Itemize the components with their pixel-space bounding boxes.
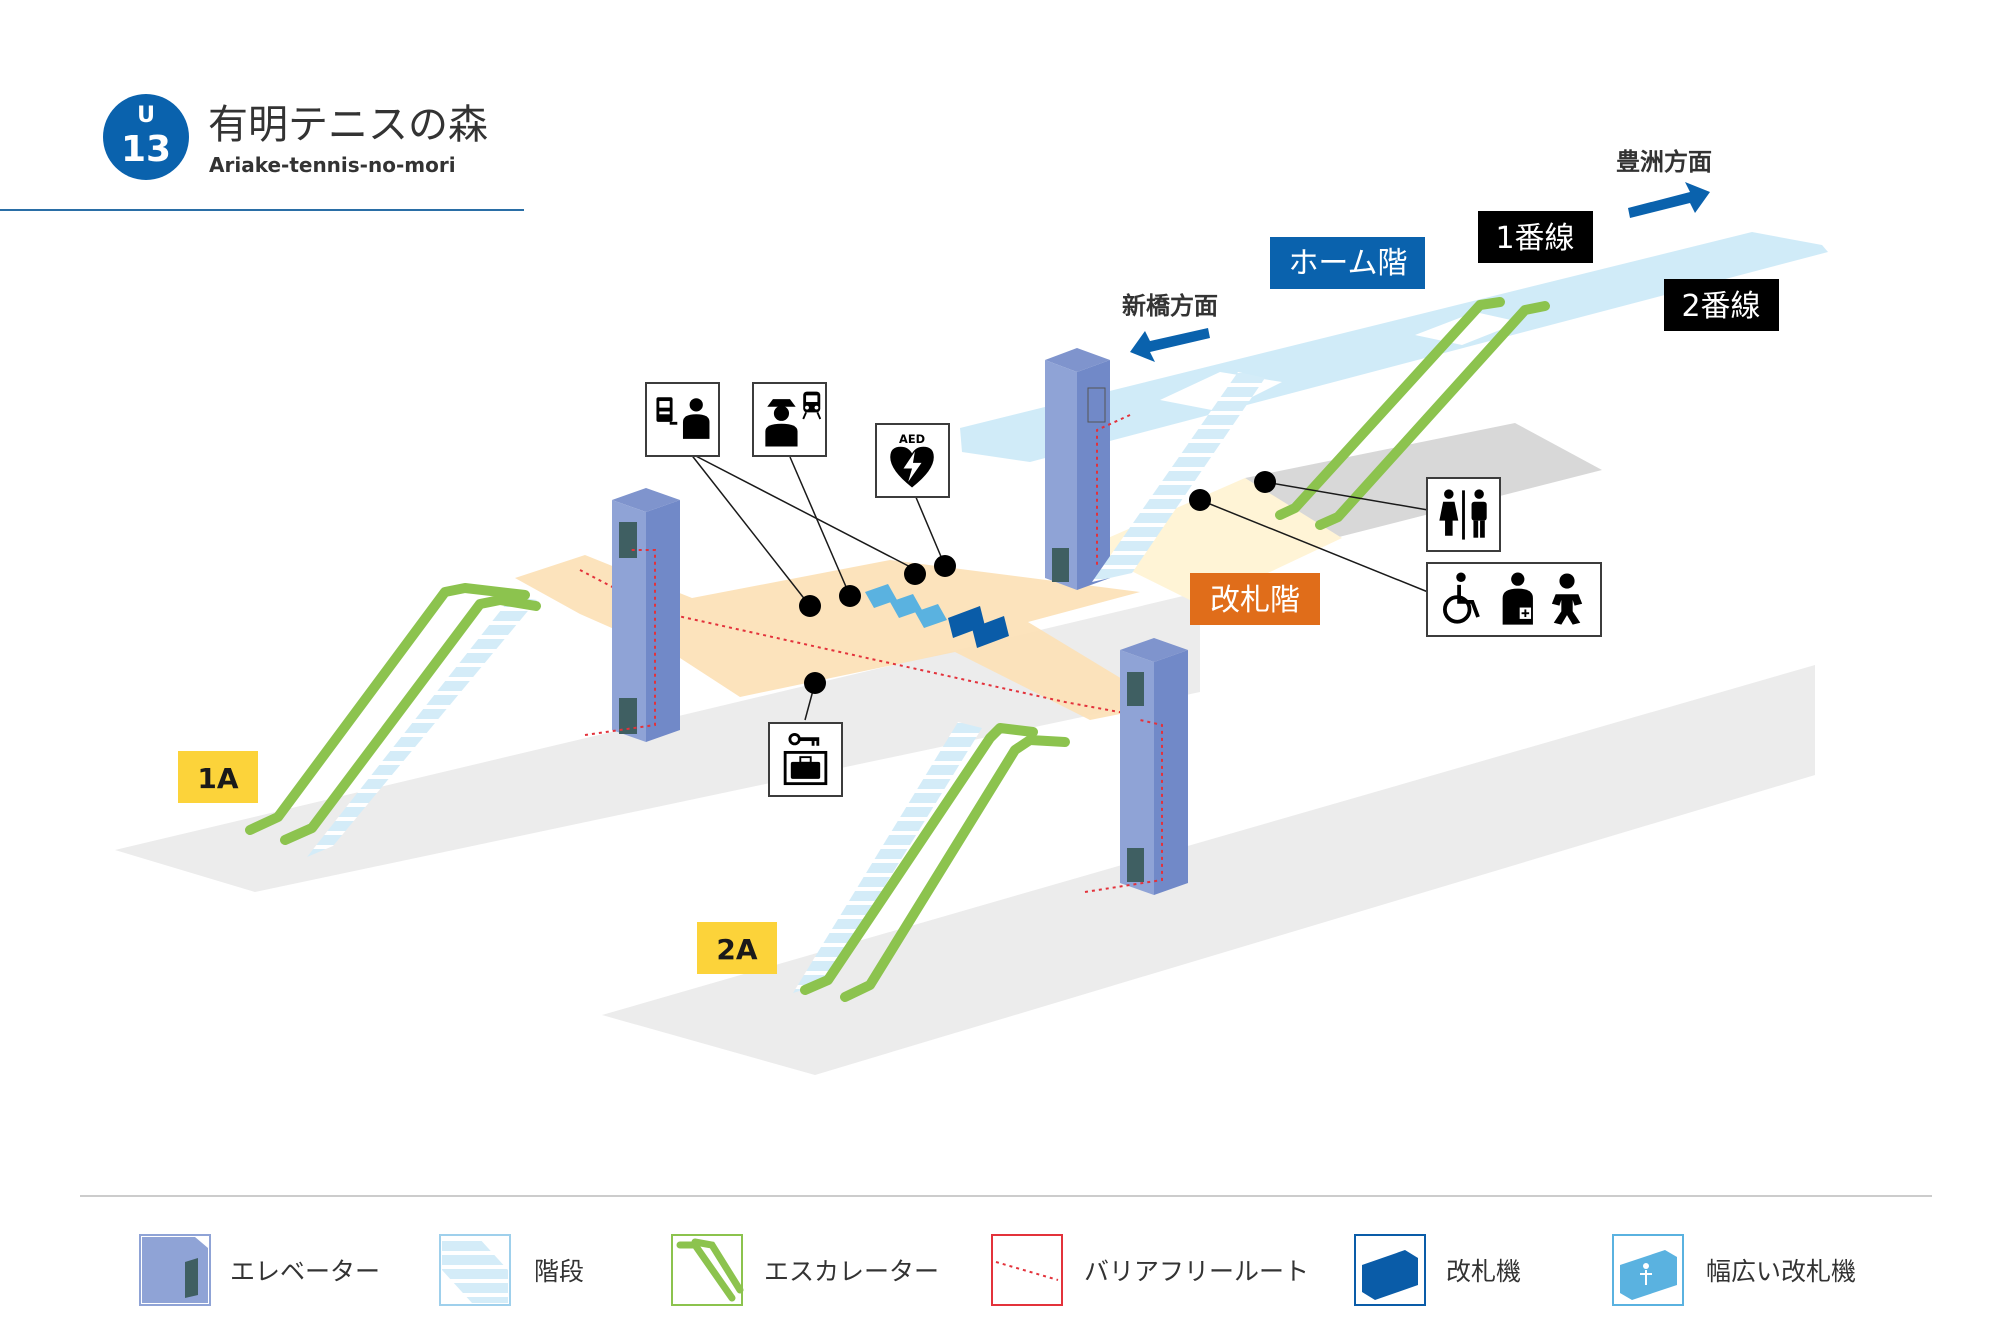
multipurpose-restroom-icon bbox=[1426, 562, 1602, 637]
station-header: U 13 有明テニスの森 Ariake-tennis-no-mori bbox=[0, 94, 524, 211]
ticket-office-icon bbox=[645, 382, 720, 457]
ticket-gates bbox=[948, 606, 1009, 648]
legend-gate: 改札機 bbox=[1354, 1234, 1521, 1306]
arrow-toyosu-icon bbox=[1628, 182, 1710, 218]
elevator-right bbox=[1084, 638, 1188, 895]
legend-escalator-label: エスカレーター bbox=[764, 1257, 939, 1286]
aed-label: AED bbox=[899, 432, 925, 446]
legend-wide-gate-label: 幅広い改札機 bbox=[1706, 1257, 1856, 1286]
direction-shimbashi: 新橋方面 bbox=[1122, 292, 1218, 320]
legend-wide-gate: 幅広い改札機 bbox=[1612, 1234, 1856, 1306]
facility-leader-lines bbox=[689, 452, 1429, 721]
legend-escalator: エスカレーター bbox=[671, 1234, 939, 1306]
station-name-ja: 有明テニスの森 bbox=[208, 102, 488, 148]
stairs-2a bbox=[793, 722, 1070, 1002]
elevator-left bbox=[584, 488, 680, 742]
arrow-shimbashi-icon bbox=[1130, 328, 1210, 362]
legend-gate-label: 改札機 bbox=[1446, 1257, 1521, 1286]
platform-floor-label-bg bbox=[1270, 237, 1425, 289]
platform-floor bbox=[960, 232, 1828, 462]
exit-2a-label: 2A bbox=[716, 933, 757, 966]
line-letter: U bbox=[137, 103, 155, 128]
exit-1a-label: 1A bbox=[197, 762, 238, 795]
track-1-label: 1番線 bbox=[1495, 221, 1574, 256]
track-1-label-bg bbox=[1478, 211, 1593, 263]
escalator-to-platform bbox=[1275, 297, 1550, 530]
stairs-to-platform bbox=[1092, 372, 1265, 582]
legend-stairs-label: 階段 bbox=[534, 1257, 584, 1286]
restroom-area bbox=[1245, 423, 1602, 538]
concourse-right-floor bbox=[1085, 478, 1342, 605]
escalator-opening bbox=[1415, 312, 1520, 345]
legend-elevator: エレベーター bbox=[139, 1234, 380, 1306]
exit-1a-label-bg bbox=[178, 751, 258, 803]
concourse-floor-label: 改札階 bbox=[1210, 583, 1300, 618]
legend-stairs: 階段 bbox=[439, 1234, 584, 1306]
stairs-1a bbox=[245, 583, 541, 857]
ground-slab-right bbox=[602, 665, 1815, 1075]
track-2-label: 2番線 bbox=[1681, 289, 1760, 324]
station-number-badge bbox=[103, 94, 189, 180]
exit-2a-label-bg bbox=[697, 922, 777, 974]
station-name-en: Ariake-tennis-no-mori bbox=[209, 153, 456, 177]
legend-barrier-free: バリアフリールート bbox=[991, 1234, 1309, 1306]
station-staff-icon bbox=[752, 382, 827, 457]
station-number: 13 bbox=[121, 129, 171, 170]
coin-locker-icon bbox=[768, 722, 843, 797]
restroom-icon bbox=[1426, 477, 1501, 552]
direction-toyosu: 豊洲方面 bbox=[1616, 148, 1712, 176]
elevator-center bbox=[1045, 348, 1131, 590]
wide-gate bbox=[865, 584, 947, 628]
ground-slab-left bbox=[115, 592, 1200, 892]
concourse-floor-label-bg bbox=[1190, 573, 1320, 625]
legend-elevator-label: エレベーター bbox=[230, 1257, 380, 1286]
track-2-label-bg bbox=[1664, 279, 1779, 331]
aed-icon: AED bbox=[875, 423, 950, 498]
legend-barrier-free-label: バリアフリールート bbox=[1084, 1257, 1309, 1286]
platform-floor-label: ホーム階 bbox=[1288, 246, 1407, 281]
